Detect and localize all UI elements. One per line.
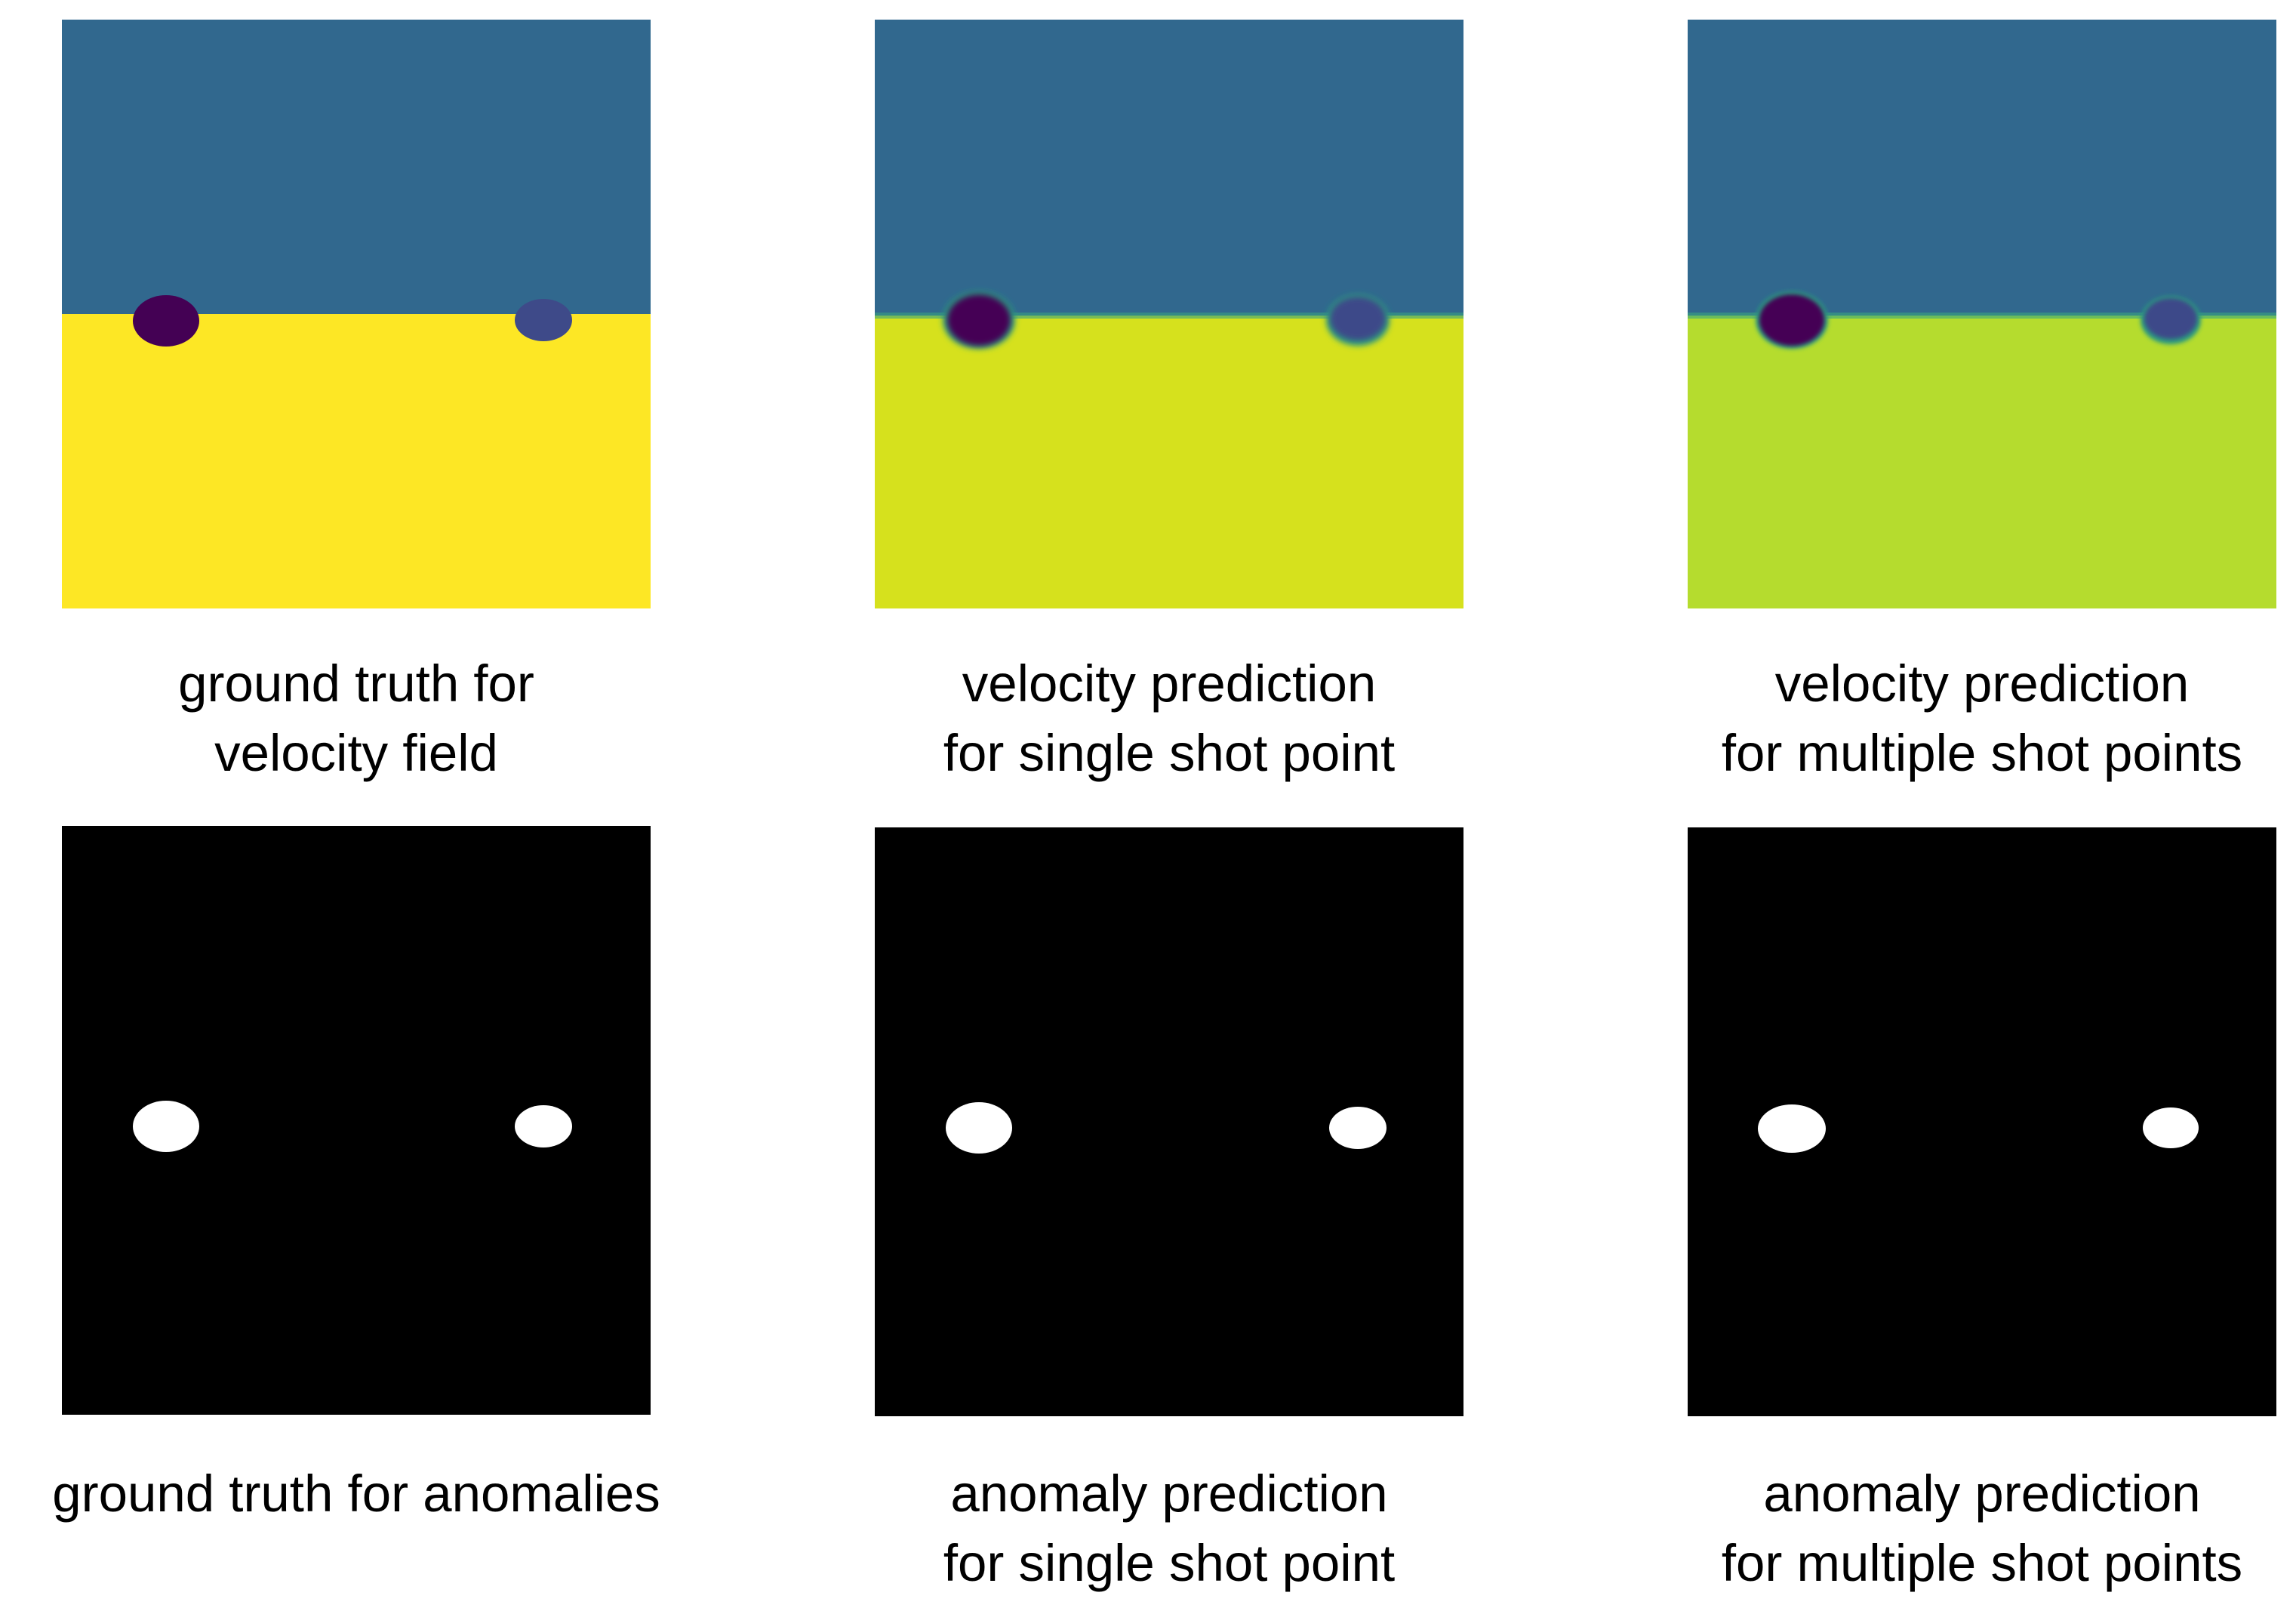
anomaly-multiple-shot-svg xyxy=(1688,827,2276,1416)
anomaly-single-shot-svg xyxy=(875,827,1463,1416)
caption-anomaly-ground-truth: ground truth for anomalies xyxy=(0,1459,734,1529)
velocity-single-shot-image xyxy=(875,20,1463,608)
anomaly-left xyxy=(947,294,1011,346)
anomaly-left xyxy=(133,1101,199,1152)
caption-anomaly-single-shot: anomaly prediction for single shot point xyxy=(792,1459,1547,1598)
upper-layer xyxy=(62,20,651,314)
anomaly-left xyxy=(946,1102,1012,1154)
anomaly-multiple-shot-image xyxy=(1688,827,2276,1416)
caption-line: for single shot point xyxy=(943,1534,1396,1592)
caption-velocity-ground-truth: ground truth for velocity field xyxy=(0,649,734,788)
anomaly-left xyxy=(133,295,199,347)
velocity-multiple-shot-svg xyxy=(1688,20,2276,608)
caption-velocity-multiple-shot: velocity prediction for multiple shot po… xyxy=(1605,649,2296,788)
caption-line: velocity prediction xyxy=(962,655,1377,713)
caption-line: ground truth for anomalies xyxy=(52,1465,660,1523)
caption-line: for multiple shot points xyxy=(1721,724,2243,782)
lower-layer xyxy=(875,316,1463,608)
upper-layer xyxy=(1688,20,2276,316)
velocity-single-shot-svg xyxy=(875,20,1463,608)
caption-line: ground truth for xyxy=(178,655,534,713)
caption-line: velocity field xyxy=(214,724,498,782)
lower-layer xyxy=(1688,316,2276,608)
anomaly-right xyxy=(2144,298,2197,339)
lower-layer xyxy=(62,314,651,608)
anomaly-right xyxy=(515,299,572,341)
anomaly-right xyxy=(1329,1107,1387,1149)
interface-line xyxy=(875,313,1463,319)
anomaly-left xyxy=(1759,294,1824,346)
velocity-ground-truth-image xyxy=(62,20,651,608)
caption-line: anomaly prediction xyxy=(950,1465,1388,1523)
caption-line: velocity prediction xyxy=(1774,655,2190,713)
anomaly-right xyxy=(515,1105,572,1147)
caption-velocity-single-shot: velocity prediction for single shot poin… xyxy=(792,649,1547,788)
caption-line: for multiple shot points xyxy=(1721,1534,2243,1592)
caption-line: anomaly prediction xyxy=(1763,1465,2201,1523)
interface-line xyxy=(1688,313,2276,319)
anomaly-right xyxy=(2143,1107,2199,1148)
anomaly-single-shot-image xyxy=(875,827,1463,1416)
velocity-multiple-shot-image xyxy=(1688,20,2276,608)
anomaly-ground-truth-image xyxy=(62,826,651,1415)
upper-layer xyxy=(875,20,1463,316)
anomaly-left xyxy=(1758,1104,1826,1153)
caption-anomaly-multiple-shot: anomaly prediction for multiple shot poi… xyxy=(1605,1459,2296,1598)
anomaly-right xyxy=(1330,297,1386,340)
anomaly-ground-truth-svg xyxy=(62,826,651,1415)
caption-line: for single shot point xyxy=(943,724,1396,782)
velocity-ground-truth-svg xyxy=(62,20,651,608)
